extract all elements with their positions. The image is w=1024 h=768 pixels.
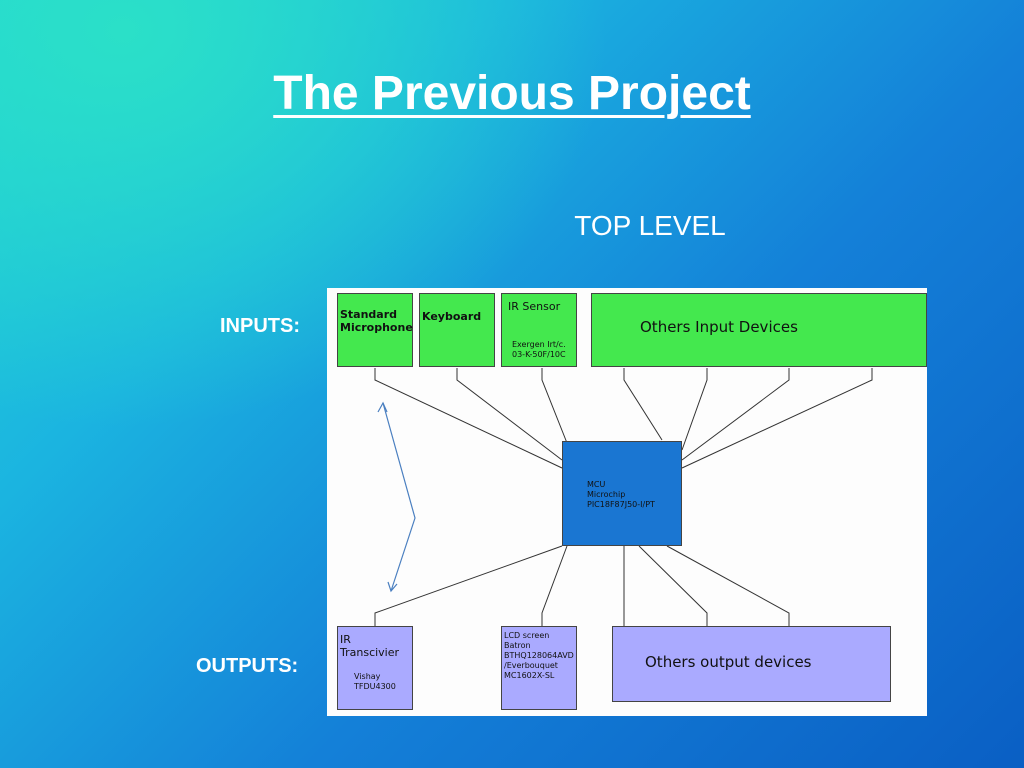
connector-mcu-ir-transceiver: [374, 545, 563, 626]
connector-others-mcu-3: [681, 368, 790, 461]
ir-transceiver-detail: Vishay TFDU4300: [354, 672, 396, 691]
mcu-label: MCU Microchip PIC18F87J50-I/PT: [587, 480, 655, 509]
output-ir-transceiver: IR Transcivier Vishay TFDU4300: [337, 626, 413, 710]
output-others: Others output devices: [612, 626, 891, 702]
lcd-screen-label: LCD screen Batron BTHQ128064AVD /Everbou…: [504, 631, 574, 680]
keyboard-label: Keyboard: [422, 310, 482, 323]
connector-others-mcu-1: [623, 368, 663, 441]
diagram-heading: TOP LEVEL: [574, 210, 726, 241]
block-diagram: Standard Microphone Keyboard IR Sensor E…: [327, 288, 927, 716]
input-keyboard: Keyboard: [419, 293, 495, 367]
connector-mcu-others-out-2: [638, 545, 708, 626]
connector-keyboard-mcu: [456, 368, 563, 461]
ir-transceiver-label: IR Transcivier: [340, 633, 400, 659]
ir-sensor-detail: Exergen Irt/c. 03-K-50F/10C: [512, 340, 566, 359]
connector-irsensor-mcu: [541, 368, 568, 444]
mcu-block: MCU Microchip PIC18F87J50-I/PT: [562, 441, 682, 546]
connector-others-mcu-4: [681, 368, 873, 469]
output-lcd-screen: LCD screen Batron BTHQ128064AVD /Everbou…: [501, 626, 577, 710]
connector-microphone-mcu: [374, 368, 563, 469]
connector-mcu-others-out-3: [666, 545, 790, 626]
input-ir-sensor: IR Sensor Exergen Irt/c. 03-K-50F/10C: [501, 293, 577, 367]
inputs-label: INPUTS:: [220, 315, 300, 337]
connector-others-mcu-2: [681, 368, 708, 451]
input-standard-microphone: Standard Microphone: [337, 293, 413, 367]
connector-lines: [374, 368, 873, 626]
ir-sensor-label: IR Sensor: [508, 300, 561, 313]
others-output-label: Others output devices: [645, 653, 812, 671]
outputs-label: OUTPUTS:: [196, 655, 299, 677]
slide-title: The Previous Project: [273, 67, 751, 120]
input-others: Others Input Devices: [591, 293, 927, 367]
standard-microphone-label: Standard Microphone: [340, 308, 413, 334]
others-input-label: Others Input Devices: [640, 318, 798, 336]
connector-mcu-lcd: [541, 545, 568, 626]
bidirectional-arrow: [377, 401, 416, 593]
